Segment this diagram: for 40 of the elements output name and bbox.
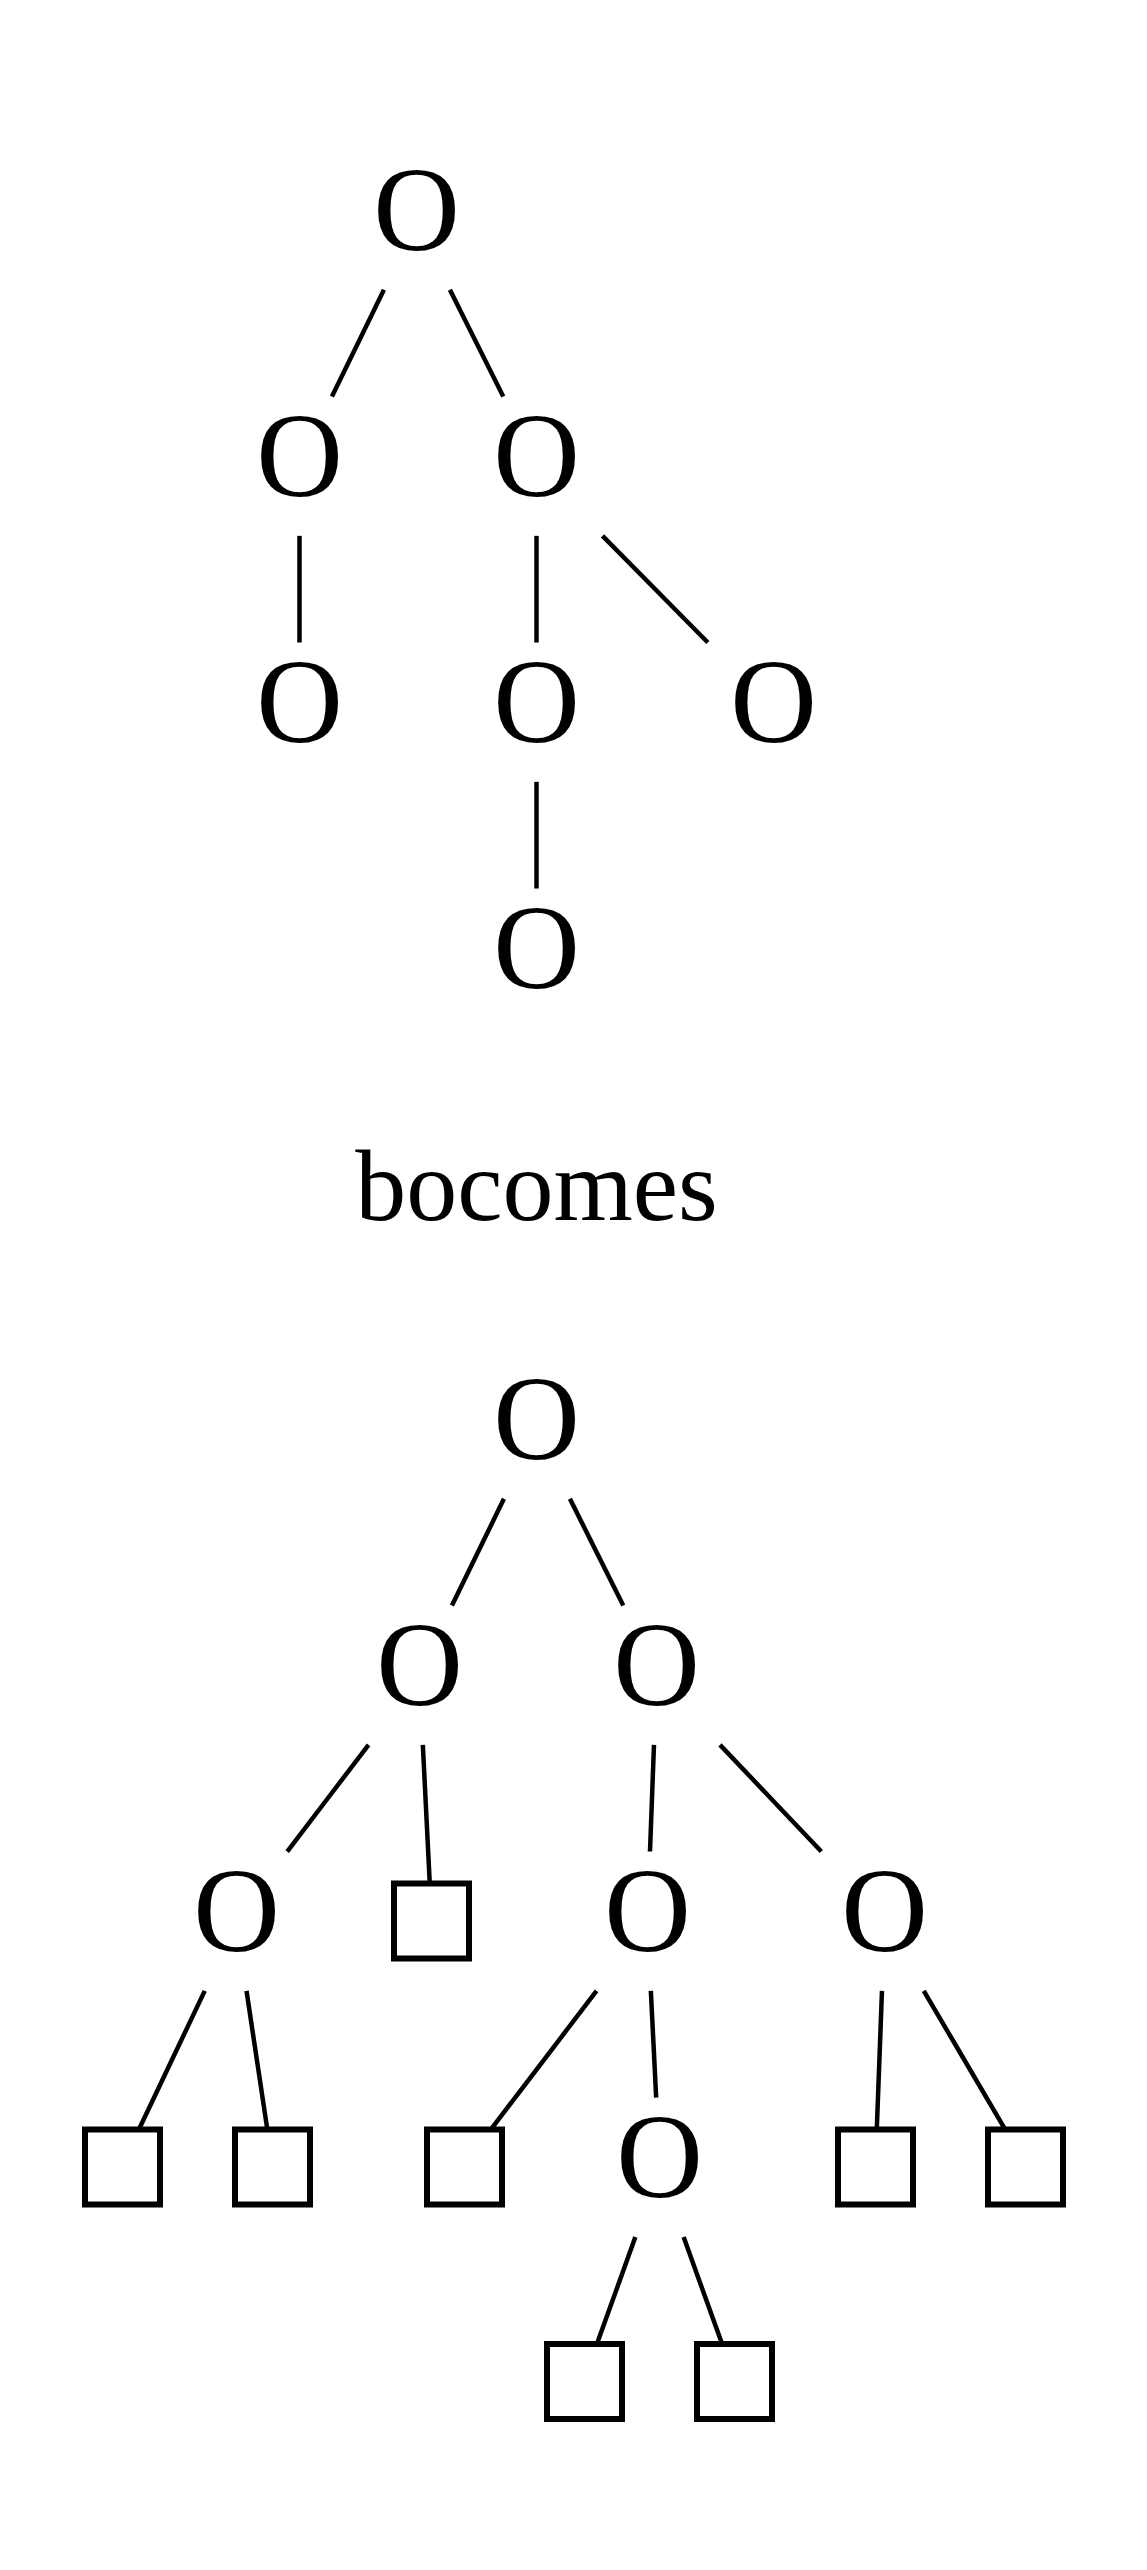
node-text: O: [612, 1598, 700, 1731]
connector: [447, 288, 505, 398]
node-text: O: [603, 1844, 691, 1977]
node-box: [984, 2126, 1066, 2208]
label: bocomes: [354, 1128, 718, 1242]
node-text: O: [492, 1352, 580, 1485]
node-box: [231, 2126, 313, 2208]
node-text: O: [492, 881, 580, 1014]
connector: [594, 2236, 637, 2344]
node-box: [81, 2126, 163, 2208]
node-box: [693, 2341, 775, 2422]
connector: [329, 288, 386, 398]
node-text: O: [729, 635, 817, 768]
node-text: O: [192, 1844, 280, 1977]
node-text: O: [255, 389, 343, 522]
connector: [717, 1743, 823, 1854]
node-box: [423, 2126, 505, 2208]
connector: [243, 1990, 269, 2130]
connector: [874, 1990, 884, 2130]
connector: [284, 1743, 370, 1853]
connector: [681, 2236, 724, 2344]
node-text: O: [492, 635, 580, 768]
node-text: O: [615, 2090, 703, 2223]
node-text: O: [372, 143, 460, 276]
connector: [600, 534, 709, 645]
connector: [648, 1990, 658, 2098]
connector: [533, 781, 539, 889]
connector: [647, 1744, 656, 1852]
connector: [533, 535, 539, 643]
node-text: O: [492, 389, 580, 522]
connector: [420, 1744, 432, 1884]
node-box: [834, 2126, 916, 2208]
connector: [567, 1497, 625, 1607]
node-text: O: [255, 635, 343, 768]
node-box: [390, 1880, 472, 1962]
connector: [449, 1497, 506, 1607]
node-text: O: [840, 1844, 928, 1977]
node-box: [543, 2341, 625, 2422]
node-text: O: [375, 1598, 463, 1731]
connector: [296, 535, 302, 643]
